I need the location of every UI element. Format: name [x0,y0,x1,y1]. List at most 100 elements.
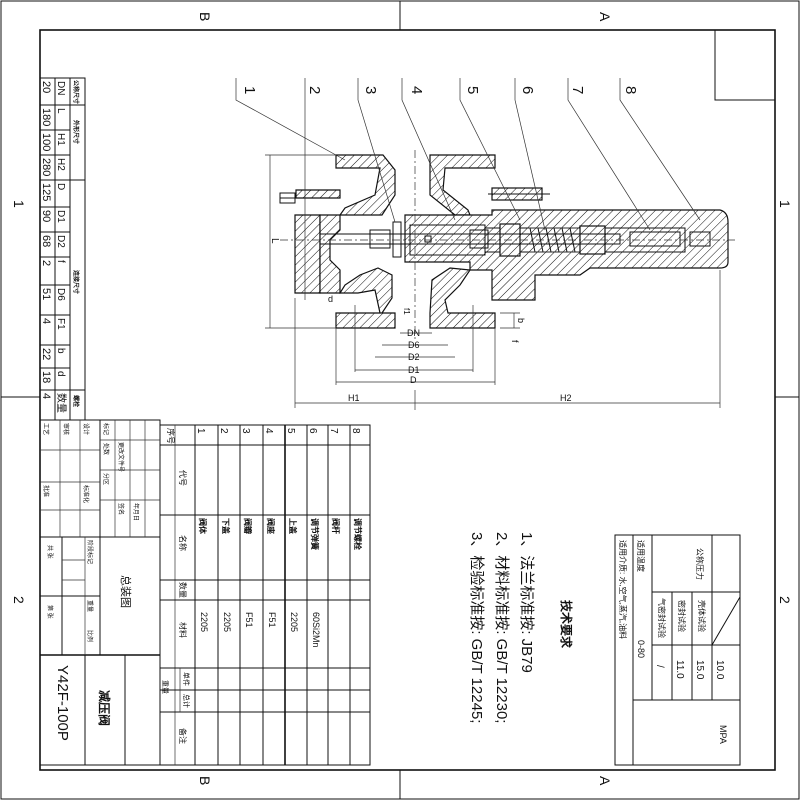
title-block-label: 更改文件号 [117,442,125,472]
spec-seal-test: 11.0 [674,660,685,679]
model-number: Y42F-100P [54,665,71,741]
zone-label: 1 [11,200,27,208]
dim-table-value: 4 [40,393,52,399]
dim-table-value: 4 [40,318,52,324]
dim-d: d [328,294,333,304]
parts-row-no: 4 [263,428,274,434]
dim-table-value: 125 [40,183,52,201]
zone-label: B [197,776,213,785]
dim-table-header: DN [55,81,66,95]
dim-table-value: 2 [40,260,52,266]
tech-requirement-2: 2、材料标准按: GB/T 12230; [493,532,510,723]
balloon-2: 2 [306,86,323,94]
title-block-label: 设计 [82,423,90,435]
dim-D: D [410,375,417,385]
parts-header-material: 材料 [178,622,188,638]
spec-unit: MPA [718,725,728,744]
zone-label: 2 [11,596,27,604]
spec-seal-test-label: 密封试验 [677,600,687,632]
zone-label: B [197,12,213,21]
dim-D1: D1 [408,365,420,375]
tech-requirement-1: 1、法兰标准按: JB79 [518,532,535,673]
dim-table-value: 90 [40,210,52,222]
dim-H2: H2 [560,393,572,403]
dimension-lines [265,154,721,410]
title-block-label: 签名 [117,503,125,515]
balloon-4: 4 [408,86,425,94]
dim-table-value: 18 [40,371,52,383]
balloon-3: 3 [362,86,379,94]
zone-label: A [597,12,613,22]
title-block-label: 处数 [102,443,110,455]
parts-row-name: 阀杆 [331,518,341,534]
dim-table-group: 外形尺寸 [72,119,80,144]
dim-table-value: 20 [40,81,52,93]
parts-row-material: F51 [244,612,254,628]
spec-air-seal-test-label: 气密封试验 [657,598,667,638]
dim-table-header: f [55,260,66,263]
spec-nominal-pressure: 10.0 [714,660,725,680]
parts-row-name: 调节弹簧 [310,518,320,550]
dim-table-value: 51 [40,288,52,300]
parts-row-material: 2205 [222,612,232,632]
parts-row-name: 阀座 [266,518,276,534]
balloon-6: 6 [519,86,536,94]
dim-table-header: b [55,348,66,354]
title-block-label: 批准 [42,485,50,497]
dim-table-header: F1 [55,318,66,330]
dim-table-header: D1 [55,210,66,223]
valve-section-view [279,150,735,340]
parts-header-code: 代号 [178,470,188,486]
dim-table-group: 连接尺寸 [72,270,80,294]
parts-row-no: 1 [195,428,206,434]
parts-header-weight: 重量 [161,680,169,694]
zone-label: 1 [777,200,793,208]
parts-row-no: 2 [218,428,229,434]
balloon-7: 7 [569,86,586,94]
zone-label: A [597,776,613,786]
parts-header-qty: 数量 [178,582,188,598]
part-leaders [235,78,701,300]
parts-row-no: 3 [240,428,251,434]
dim-table-value: 68 [40,235,52,247]
parts-header-single: 单件 [182,672,191,686]
dim-L: L [269,238,280,244]
title-block-label: 年月日 [132,503,140,521]
spec-shell-test: 15.0 [694,660,705,680]
parts-row-name: 下盖 [221,518,231,534]
parts-header-name: 名称 [178,535,188,551]
parts-row-no: 7 [328,428,339,434]
parts-row-name: 调节螺栓 [353,518,363,550]
dim-f1: f1 [402,308,411,315]
dim-table-header: 数量 [55,393,68,413]
title-block-label: 标准化 [82,485,90,503]
dim-table-value: 22 [40,348,52,360]
title-block-label: 审核 [62,423,70,435]
spec-temp: 0-80 [636,640,646,658]
parts-row-material: F51 [267,612,277,628]
parts-header-total: 总计 [182,694,191,708]
dim-table-header: H2 [55,158,66,171]
parts-header-note: 备注 [178,728,188,744]
title-block-label: 标记 [102,423,110,435]
balloon-5: 5 [464,86,481,94]
parts-row-material: 60Si2Mn [311,612,321,648]
parts-row-name: 阀体 [198,518,208,535]
tech-requirements-title: 技术要求 [559,600,574,649]
parts-row-material: 2205 [199,612,209,632]
spec-nominal-pressure-label: 公称压力 [695,548,705,580]
parts-row-name: 阀瓣 [243,518,253,534]
parts-row-no: 5 [285,428,296,434]
title-block-label: 工艺 [42,423,50,435]
title-block-label: 第 张 [46,605,54,619]
title-block-label: 比例 [86,630,94,642]
parts-row-no: 8 [350,428,361,434]
dim-table-header: D [55,183,66,190]
dim-DN: DN [407,328,420,338]
spec-temp-label: 适用温度 [636,540,646,572]
product-name: 减压阀 [97,690,112,726]
title-block-label: 重量 [86,600,94,612]
balloon-1: 1 [241,86,258,94]
parts-row-material: 2205 [289,612,299,632]
